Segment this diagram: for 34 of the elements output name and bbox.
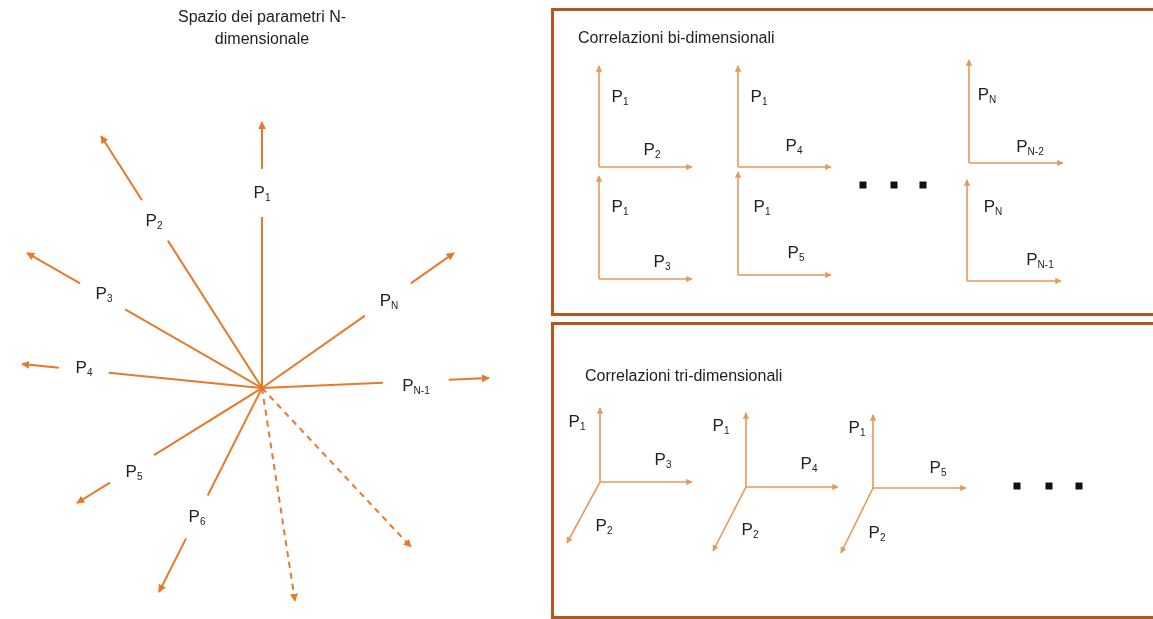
axis-label: P$_{2}$ [595,516,613,536]
axis-label: P$_{N-1}$ [402,376,430,396]
axis-label: P$_{3}$ [653,252,671,272]
axis-label: P$_{2}$ [643,140,661,160]
axis-label: P$_{N}$ [977,85,997,105]
axis-label: P$_{2}$ [741,520,759,540]
axis-label: P$_{6}$ [188,507,206,527]
axis-label: P$_{3}$ [95,284,113,304]
axis-label: P$_{N-1}$ [1026,250,1054,270]
panel-heading: Correlazioni bi-dimensionali [578,29,775,47]
axis-label: P$_{4}$ [75,358,93,378]
axis-label: P$_{5}$ [125,462,143,482]
axis-label: P$_{2}$ [145,211,163,231]
axis-label: P$_{1}$ [712,416,730,436]
axis-label: P$_{1}$ [253,183,271,203]
axis-label: P$_{5}$ [787,243,805,263]
axis-label: P$_{1}$ [611,197,629,217]
axis-label: P$_{N-2}$ [1016,137,1044,157]
axis-label: P$_{N}$ [379,291,399,311]
axis-label: P$_{1}$ [568,412,586,432]
axis-label: P$_{1}$ [848,418,866,438]
axis-label: P$_{4}$ [800,454,818,474]
panel [551,322,1153,619]
panel [551,8,1153,316]
axis-label: P$_{2}$ [868,523,886,543]
axis-label: P$_{1}$ [611,87,629,107]
axis-label: P$_{1}$ [750,87,768,107]
panel-heading: Correlazioni tri-dimensionali [585,367,783,385]
axis-label: P$_{4}$ [785,136,803,156]
axis-label: P$_{N}$ [983,197,1003,217]
axis-label: P$_{3}$ [654,450,672,470]
axis-label: P$_{5}$ [929,458,947,478]
diagram-title: Spazio dei parametri N-dimensionale [176,7,348,49]
axis-label: P$_{1}$ [753,197,771,217]
